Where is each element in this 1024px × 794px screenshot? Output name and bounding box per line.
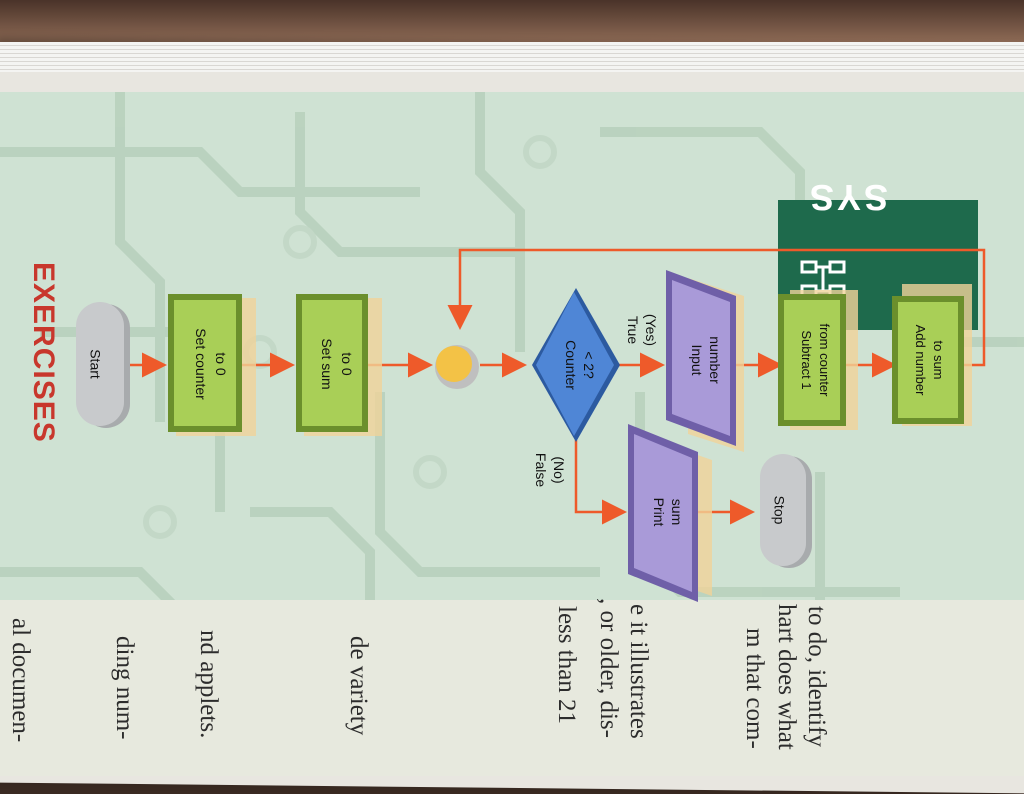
no-label: (No): [551, 456, 567, 483]
set-sum-label-1: Set sum: [319, 338, 335, 389]
input-number-node: Input number: [666, 270, 744, 452]
decision-label-2: < 2?: [581, 351, 597, 379]
decision-node: Counter < 2?: [532, 288, 620, 442]
start-label: Start: [87, 349, 103, 379]
body-text-area: [0, 600, 1024, 776]
add-number-label-1: Add number: [913, 325, 928, 396]
subtract-node: Subtract 1 from counter: [778, 290, 858, 430]
loop-connector: [435, 345, 479, 389]
flowchart: Start Set counter to 0 Set sum to 0 Coun…: [76, 248, 986, 602]
stop-label: Stop: [771, 496, 787, 525]
set-counter-label-1: Set counter: [193, 328, 209, 400]
stop-node: Stop: [760, 454, 812, 568]
decision-label-1: Counter: [563, 340, 579, 390]
yes-label: (Yes): [643, 314, 659, 346]
subtract-label-2: from counter: [817, 324, 832, 398]
add-number-node: Add number to sum: [892, 284, 972, 426]
subtract-label-1: Subtract 1: [799, 330, 814, 389]
true-label: True: [625, 316, 641, 344]
set-counter-node: Set counter to 0: [168, 294, 256, 436]
arrow-false-branch: [574, 440, 627, 525]
set-sum-node: Set sum to 0: [296, 294, 382, 436]
page-edges: [0, 42, 1024, 72]
add-number-label-2: to sum: [931, 340, 946, 379]
input-label-2: number: [707, 336, 723, 384]
input-label-1: Input: [689, 344, 705, 375]
print-label-1: Print: [651, 498, 667, 527]
set-sum-label-2: to 0: [339, 352, 355, 376]
false-label: False: [533, 453, 549, 487]
print-label-2: sum: [669, 499, 685, 525]
arrow-loop-back: [447, 248, 986, 367]
start-node: Start: [76, 302, 130, 428]
set-counter-label-2: to 0: [213, 352, 229, 376]
print-sum-node: Print sum: [628, 424, 712, 602]
